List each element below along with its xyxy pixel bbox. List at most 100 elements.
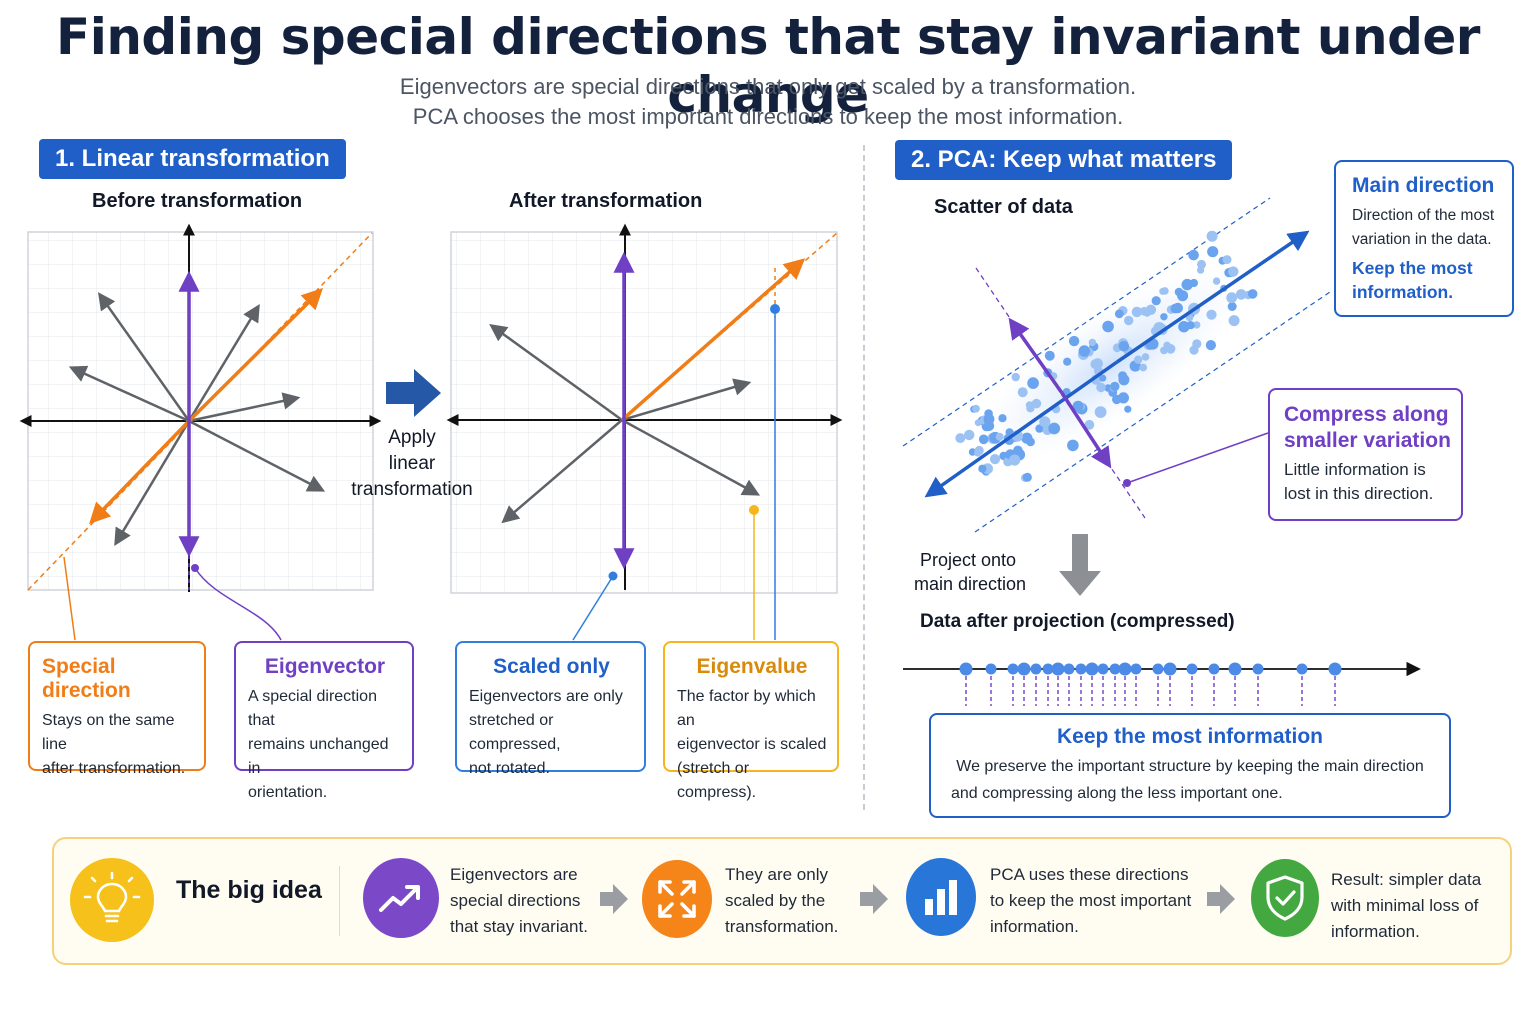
projected-point <box>1063 663 1075 675</box>
projected-point <box>1051 662 1065 676</box>
projected-point <box>1296 663 1308 675</box>
scatter-point <box>1131 306 1143 318</box>
apply-transformation-arrow <box>386 369 441 417</box>
scatter-point <box>1022 472 1032 482</box>
scatter-point <box>974 419 982 427</box>
after-orange-eigenvector <box>620 258 806 422</box>
scatter-point <box>1228 266 1239 277</box>
scatter-point <box>1189 345 1199 355</box>
scatter-point <box>1206 309 1217 320</box>
scatter-point <box>972 404 980 413</box>
main-direction-callout: Main direction Direction of the most var… <box>1334 160 1514 317</box>
projected-point <box>1328 662 1342 676</box>
before-gray-vectors <box>68 292 326 547</box>
scatter-point <box>1067 439 1079 452</box>
keep-info-callout: Keep the most information We preserve th… <box>929 713 1451 818</box>
data-after-projection-label: Data after projection (compressed) <box>920 611 1235 632</box>
scatter-point <box>978 464 987 473</box>
scatter-point <box>1161 287 1169 295</box>
scatter-point <box>1124 315 1134 326</box>
scatter-point <box>995 432 1004 441</box>
scatter-point <box>1096 382 1106 393</box>
before-orange-eigenvector-down <box>89 419 191 525</box>
scatter-point <box>1088 338 1097 347</box>
scatter-point <box>1139 363 1148 372</box>
scaled-only-callout: Scaled only Eigenvectors are only stretc… <box>455 641 646 777</box>
special-direction-callout: Special direction Stays on the same line… <box>28 641 206 777</box>
projected-point <box>959 662 973 676</box>
scatter-point <box>1068 335 1080 347</box>
scatter-point <box>1141 353 1150 361</box>
scatter-point <box>1114 309 1124 319</box>
scatter-point <box>989 454 1001 465</box>
projected-point <box>1228 662 1242 676</box>
scatter-point <box>1118 371 1128 381</box>
flow-arrow-icon <box>600 884 628 914</box>
scatter-point <box>1212 277 1221 285</box>
scatter-point <box>1094 406 1107 418</box>
subtitle-line-2: PCA chooses the most important direction… <box>412 104 1124 129</box>
scatter-point <box>964 429 975 441</box>
scatter-point <box>1189 278 1198 288</box>
projection-line <box>903 661 1421 706</box>
lightbulb-icon <box>70 858 154 942</box>
scatter-point <box>998 414 1007 423</box>
before-orange-eigenvector-up <box>187 288 323 423</box>
projected-point <box>1007 663 1019 675</box>
trend-arrow-icon <box>363 858 439 938</box>
scatter-point <box>1193 321 1201 329</box>
scatter-point <box>1027 377 1039 389</box>
project-onto-label: Project onto main direction <box>914 550 1027 594</box>
scatter-point <box>1205 340 1216 351</box>
scatter-point <box>1026 437 1035 447</box>
scatter-point <box>1151 296 1161 306</box>
bar-chart-icon <box>906 858 976 936</box>
projected-point <box>1163 662 1177 676</box>
eigenvalue-callout: Eigenvalue The factor by which an eigenv… <box>663 641 839 801</box>
scatter-point <box>978 434 989 445</box>
scatter-point <box>1165 344 1176 354</box>
scatter-point <box>1072 400 1084 412</box>
projected-point <box>1152 663 1164 675</box>
projected-point <box>1017 662 1031 676</box>
eigenvector-leader <box>194 567 282 641</box>
big-idea-step-3-text: PCA uses these directions to keep the mo… <box>990 865 1192 936</box>
scatter-point <box>974 445 984 456</box>
scatter-point <box>1092 358 1103 369</box>
big-idea-step-4-text: Result: simpler data with minimal loss o… <box>1331 870 1482 941</box>
scatter-point <box>1011 372 1020 382</box>
scatter-point <box>1078 345 1091 357</box>
big-idea-step-2-text: They are only scaled by the transformati… <box>725 865 839 936</box>
scatter-point <box>1227 302 1237 311</box>
scatter-point <box>1186 321 1195 330</box>
projected-point <box>1030 663 1042 675</box>
projected-point <box>1252 663 1264 675</box>
projected-point <box>1075 663 1087 675</box>
compress-leader <box>1126 432 1269 484</box>
projected-point <box>1130 663 1142 675</box>
scatter-point <box>1134 355 1143 364</box>
section-1-pill: 1. Linear transformation <box>39 139 346 179</box>
scatter-point <box>1188 249 1199 261</box>
scatter-point <box>983 413 995 425</box>
big-idea-label: The big idea <box>176 876 322 904</box>
scatter-point <box>1117 392 1129 404</box>
scatter-point <box>1124 405 1132 413</box>
special-direction-leader <box>63 556 76 641</box>
projected-point <box>1186 663 1198 675</box>
big-idea-step-1-text: Eigenvectors are special directions that… <box>450 865 588 936</box>
after-transformation-label: After transformation <box>509 190 703 212</box>
projected-point <box>1085 662 1099 676</box>
expand-arrows-icon <box>642 860 712 938</box>
page-title: Finding special directions that stay inv… <box>56 8 1480 124</box>
scatter-point <box>1145 304 1157 315</box>
scatter-point <box>1009 454 1021 466</box>
projected-data-points <box>959 662 1342 706</box>
projected-point <box>1208 663 1220 675</box>
scatter-point <box>1102 320 1114 333</box>
scatter-point <box>1084 419 1095 430</box>
scatter-point <box>1099 374 1107 382</box>
scatter-point <box>1177 290 1189 302</box>
shield-check-icon <box>1251 859 1319 937</box>
